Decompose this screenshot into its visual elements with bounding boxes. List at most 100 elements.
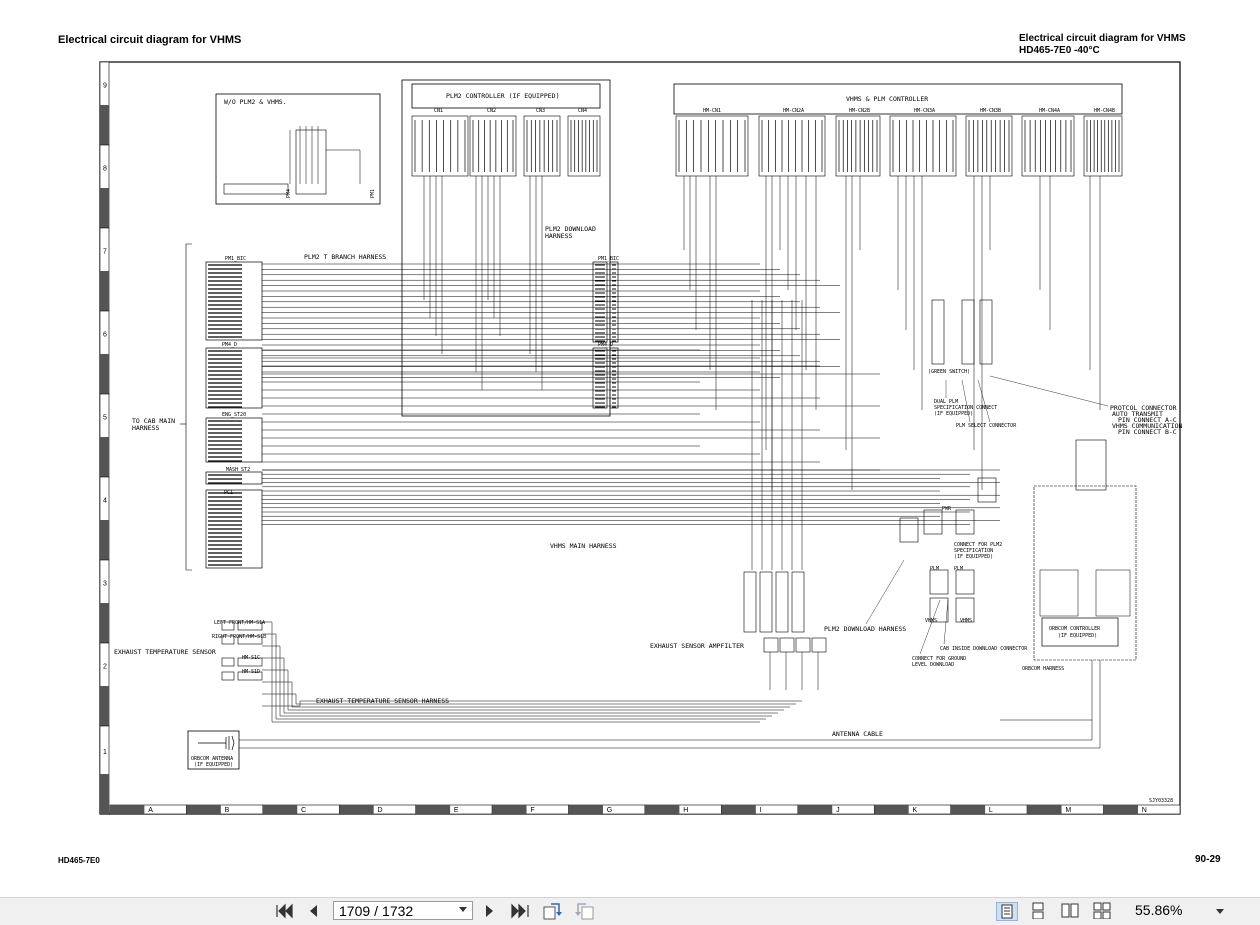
amp-block [795,637,811,653]
page-dropdown-icon[interactable] [459,907,467,912]
row-hatch [100,188,109,228]
pwr-tag: PWR [942,506,952,512]
branch-eng-label: ENG_ST20 [222,412,246,418]
facing-view-button[interactable] [1060,902,1082,921]
page-number-field[interactable]: 1709 / 1732 [333,901,473,920]
exhaust-sensor-connector [221,635,263,645]
dual-plm-label-2: SPECIFICATION CONNECT [934,405,997,411]
branch-box [205,347,263,409]
column-hatch [186,805,221,814]
inset-pin-a: PM4 [286,189,292,198]
rotate-counterclockwise-button[interactable] [572,902,596,920]
branch-pc-label: PC1 [224,490,233,496]
plm-port: CN4 [567,108,601,177]
vhms-port-label: HM-CN1 [703,108,721,114]
exhaust-sensor-connector [221,621,263,631]
branch-connector [592,347,608,409]
row-label: 4 [103,498,107,505]
page-footer-right: 90-29 [1195,854,1221,865]
vhms-port-box [1021,115,1075,177]
next-page-button[interactable] [482,902,498,920]
column-label: E [454,807,459,814]
column-hatch [874,805,909,814]
branch-box [205,471,263,485]
vhms-tag-a: VHMS [925,618,937,624]
continuous-facing-view-button[interactable] [1092,902,1114,921]
green-switch-label: (GREEN SWITCH) [928,369,970,375]
select-connector [923,509,943,535]
sensor-left-front-label: LEFT FRONT/HM-S1A [214,620,265,626]
amp-connector [759,571,773,633]
row-hatch [100,271,109,311]
first-page-button[interactable] [274,902,294,920]
branch-mash-label: MASH_ST2 [226,467,250,473]
dual-plm-label-1: DUAL PLM [934,399,958,405]
vhms-port: HM-CN3A [889,108,957,177]
sensor-plug [237,635,263,645]
sensor-right-front-label: RIGHT FRONT/HM-S1B [212,634,266,640]
column-hatch [950,805,986,814]
rotate-clockwise-button[interactable] [541,902,565,920]
ground-label-2: LEVEL DOWNLOAD [912,662,954,668]
plm-select-label: PLM SELECT CONNECTOR [956,423,1017,429]
column-label: B [225,807,230,814]
continuous-view-button[interactable] [1028,902,1050,921]
column-label: D [378,807,383,814]
sensor-plug [237,657,263,667]
orbcom-controller-label-1: ORBCOM CONTROLLER [1049,626,1101,632]
row-hatch [100,686,109,726]
protocol-label-5: PIN CONNECT B-C [1118,428,1177,436]
plm-tag-b: PLM [954,566,963,572]
row-hatch [100,774,109,814]
branch-box [592,347,608,409]
column-label: G [607,807,612,814]
to-cab-label-1: TO CAB MAIN [132,417,175,425]
vhms-port-label: HM-CN3A [914,108,935,114]
vhms-port: HM-CN3B [965,108,1013,177]
zoom-dropdown-icon[interactable] [1216,909,1224,914]
select-connector [955,597,975,623]
vhms-port: HM-CN4A [1021,108,1075,177]
plm2-download-label-2: HARNESS [545,232,572,240]
protocol-label-4: VHMS COMMUNICATION [1112,422,1183,430]
protocol-label-3: PIN CONNECT A-C [1118,416,1177,424]
previous-page-button[interactable] [305,902,321,920]
branch-connector [609,347,619,409]
select-connector [955,569,975,595]
branch-connector [592,261,608,343]
current-page: 1709 [339,902,371,919]
inset-no-plm: W/O PLM2 & VHMS. PM4 PM1 [215,93,381,205]
vhms-port-label: HM-CN4B [1094,108,1115,114]
exhaust-sensor-connector [221,657,263,667]
vhms-port-label: HM-CN3B [980,108,1001,114]
vhms-port: HM-CN1 [675,108,749,177]
branch-box [205,489,263,569]
amp-block [763,637,779,653]
connect-plm2-label-2: SPECIFICATION [954,548,993,554]
exhaust-sensor-connector [221,671,263,681]
column-hatch [1103,805,1138,814]
plm2-controller-title: PLM2 CONTROLLER (IF EQUIPPED) [446,92,560,100]
branch-connector [205,417,263,463]
sensor-s1d-label: HM-S1D [242,669,260,675]
vhms-port: HM-CN2B [835,108,881,177]
cab-inside-label: CAB INSIDE DOWNLOAD CONNECTOR [940,646,1028,652]
protocol-label-2: AUTO TRANSMIT [1112,410,1163,418]
antenna-cable-label: ANTENNA CABLE [832,730,883,738]
column-label: I [760,807,762,814]
plm2-download-harness-label: PLM2 DOWNLOAD HARNESS [824,625,906,633]
single-page-view-button[interactable] [996,902,1018,921]
zoom-level[interactable]: 55.86% [1135,902,1183,918]
total-pages: 1732 [382,902,414,919]
vhms-port-box [965,115,1013,177]
branch-box [609,261,619,343]
row-hatch [100,437,109,477]
switch-connector [961,299,975,365]
row-label: 6 [103,332,107,339]
last-page-button[interactable] [510,902,532,920]
column-hatch [797,805,833,814]
plm-port-box [469,115,517,177]
